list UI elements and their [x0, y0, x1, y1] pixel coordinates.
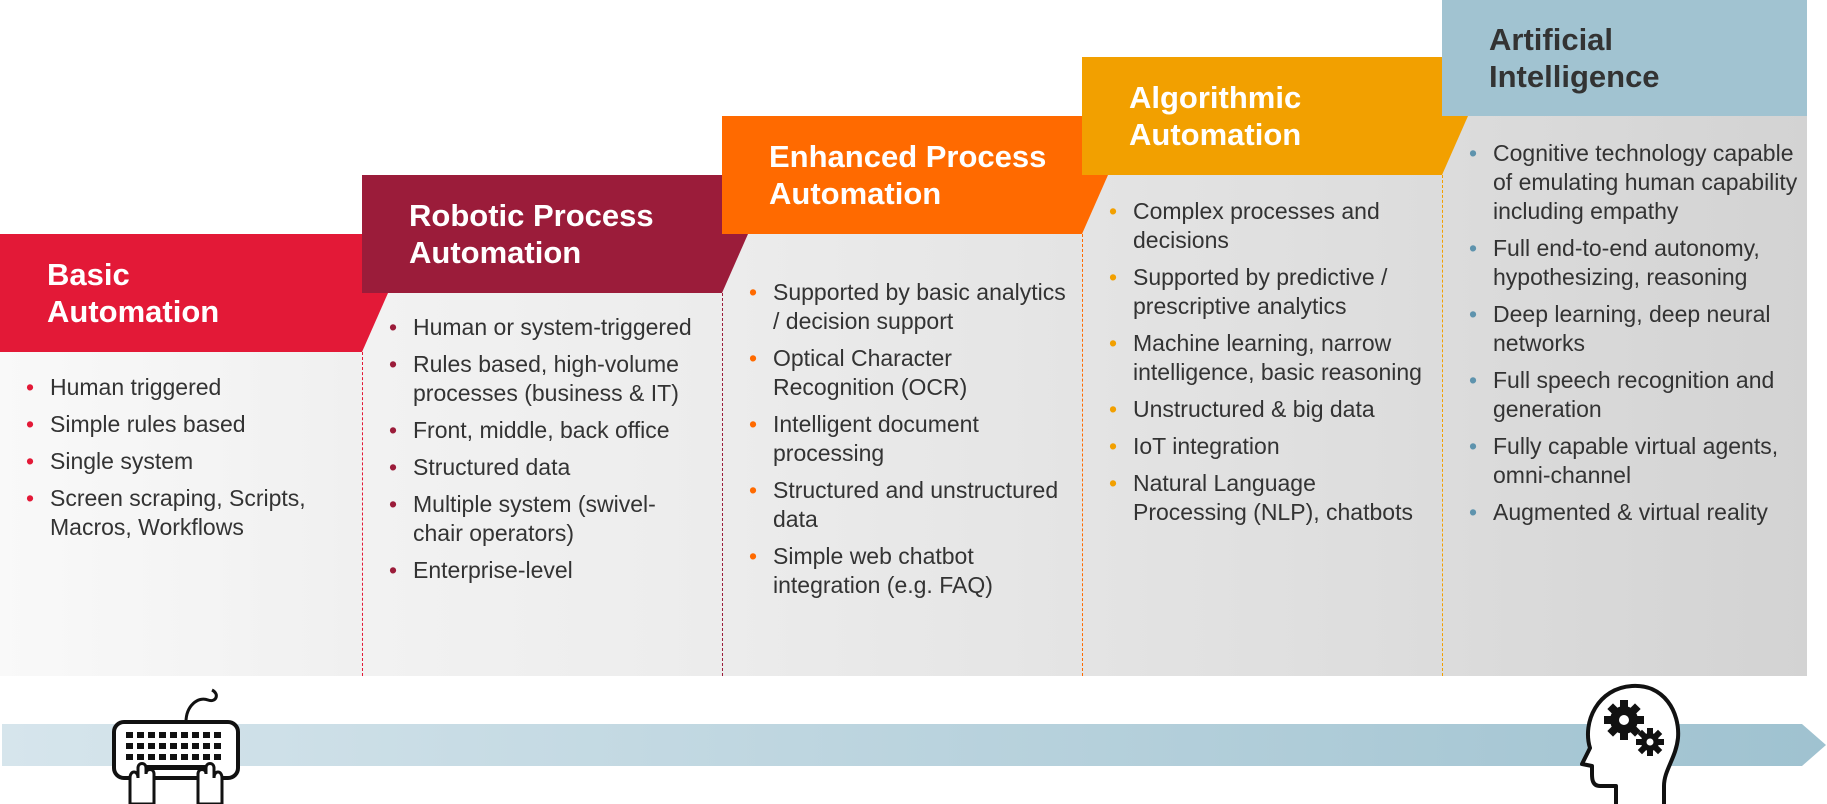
bullet-dot: •: [1469, 367, 1478, 393]
list-item: •Front, middle, back office: [389, 417, 670, 443]
stage-header-artificial-intelligence: Artificial Intelligence: [1442, 0, 1807, 116]
progression-arrow: [2, 724, 1826, 766]
stage-items-algorithmic-automation: •Complex processes and decisions •Suppor…: [1105, 197, 1430, 535]
bullet-dot: •: [1469, 140, 1478, 166]
stage-title: Basic Automation: [47, 257, 220, 329]
bullet-dot: •: [389, 314, 398, 340]
keyboard-hands-icon: [112, 688, 240, 804]
list-item: •IoT integration: [1109, 433, 1280, 459]
bullet-dot: •: [1109, 198, 1118, 224]
list-item: •Complex processes and decisions: [1109, 198, 1380, 253]
list-item: •Natural Language Processing (NLP), chat…: [1109, 470, 1413, 525]
bullet-dot: •: [389, 491, 398, 517]
stage-title: Robotic Process Automation: [409, 198, 654, 270]
stage-divider: [362, 352, 363, 676]
bullet-dot: •: [749, 411, 758, 437]
list-item: •Simple rules based: [26, 411, 246, 437]
stage-header-robotic-process-automation: Robotic Process Automation: [362, 175, 748, 293]
stage-divider: [1442, 175, 1443, 676]
list-item: •Machine learning, narrow intelligence, …: [1109, 330, 1422, 385]
list-item: •Supported by predictive / prescriptive …: [1109, 264, 1388, 319]
bullet-dot: •: [749, 279, 758, 305]
list-item: •Screen scraping, Scripts, Macros, Workf…: [26, 485, 306, 540]
stage-items-artificial-intelligence: •Cognitive technology capable of emulati…: [1465, 139, 1800, 535]
list-item: •Human or system-triggered: [389, 314, 692, 340]
bullet-dot: •: [26, 411, 35, 437]
list-item: •Augmented & virtual reality: [1469, 499, 1768, 525]
stage-body-algorithmic-automation: [1082, 175, 1442, 676]
list-item: •Rules based, high-volume processes (bus…: [389, 351, 679, 406]
list-item: •Supported by basic analytics / decision…: [749, 279, 1066, 334]
bullet-dot: •: [26, 374, 35, 400]
bullet-dot: •: [1109, 264, 1118, 290]
list-item: •Enterprise-level: [389, 557, 573, 583]
bullet-dot: •: [1109, 396, 1118, 422]
stage-items-enhanced-process-automation: •Supported by basic analytics / decision…: [745, 278, 1067, 608]
stage-body-robotic-process-automation: [362, 293, 722, 676]
bullet-dot: •: [1109, 330, 1118, 356]
list-item: •Cognitive technology capable of emulati…: [1469, 140, 1798, 224]
list-item: •Human triggered: [26, 374, 222, 400]
bullet-dot: •: [26, 448, 35, 474]
stage-title: Enhanced Process Automation: [769, 139, 1047, 211]
bullet-dot: •: [1469, 301, 1478, 327]
stage-items-basic-automation: •Human triggered •Simple rules based •Si…: [22, 373, 342, 550]
stage-title: Algorithmic Automation: [1129, 80, 1302, 152]
list-item: •Structured and unstructured data: [749, 477, 1059, 532]
bullet-dot: •: [1469, 433, 1478, 459]
list-item: •Unstructured & big data: [1109, 396, 1375, 422]
bullet-dot: •: [749, 477, 758, 503]
stage-header-basic-automation: Basic Automation: [0, 234, 388, 352]
bullet-dot: •: [1469, 235, 1478, 261]
stage-body-enhanced-process-automation: [722, 234, 1082, 676]
list-item: •Intelligent document processing: [749, 411, 979, 466]
bullet-dot: •: [1109, 470, 1118, 496]
stage-body-artificial-intelligence: [1442, 116, 1807, 676]
bullet-dot: •: [26, 485, 35, 511]
list-item: •Deep learning, deep neural networks: [1469, 301, 1771, 356]
stage-title: Artificial Intelligence: [1489, 22, 1660, 94]
bullet-dot: •: [389, 351, 398, 377]
stage-header-enhanced-process-automation: Enhanced Process Automation: [722, 116, 1108, 234]
list-item: •Full end-to-end autonomy, hypothesizing…: [1469, 235, 1760, 290]
stage-body-basic-automation: [0, 352, 362, 676]
bullet-dot: •: [1469, 499, 1478, 525]
list-item: •Multiple system (swivel-chair operators…: [389, 491, 656, 546]
list-item: •Structured data: [389, 454, 571, 480]
head-gears-icon: [1580, 683, 1681, 804]
stage-header-algorithmic-automation: Algorithmic Automation: [1082, 57, 1468, 175]
list-item: •Single system: [26, 448, 194, 474]
bullet-dot: •: [749, 543, 758, 569]
list-item: •Fully capable virtual agents, omni-chan…: [1469, 433, 1779, 488]
list-item: •Simple web chatbot integration (e.g. FA…: [749, 543, 993, 598]
bullet-dot: •: [749, 345, 758, 371]
bullet-dot: •: [389, 557, 398, 583]
list-item: •Full speech recognition and generation: [1469, 367, 1775, 422]
stage-divider: [722, 293, 723, 676]
bullet-dot: •: [389, 417, 398, 443]
list-item: •Optical Character Recognition (OCR): [749, 345, 968, 400]
stage-items-robotic-process-automation: •Human or system-triggered •Rules based,…: [385, 313, 705, 593]
bullet-dot: •: [1109, 433, 1118, 459]
stage-divider: [1082, 234, 1083, 676]
bullet-dot: •: [389, 454, 398, 480]
